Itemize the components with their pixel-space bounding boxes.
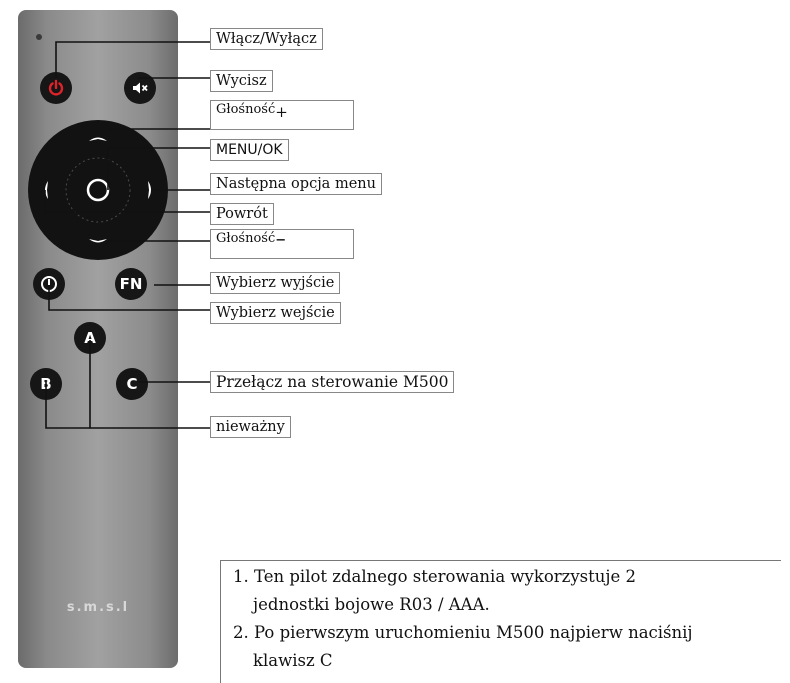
label-power: Włącz/Wyłącz — [210, 28, 323, 50]
label-next-option: Następna opcja menu — [210, 173, 382, 195]
down-arrow-icon — [89, 239, 107, 243]
fn-button[interactable]: FN — [115, 268, 147, 300]
right-arrow-icon — [148, 181, 151, 199]
note-line-2: jednostki bojowe R03 / AAA. — [253, 595, 490, 614]
note-line-3: 2. Po pierwszym uruchomieniu M500 najpie… — [233, 623, 693, 642]
label-unimportant: nieważny — [210, 416, 291, 438]
remote-control: FN A B C s.m.s.l — [18, 10, 178, 668]
label-menu-ok: MENU/OK — [210, 139, 289, 161]
status-led — [36, 34, 42, 40]
mute-button[interactable] — [124, 72, 156, 104]
label-volume-up-text: Głośność — [216, 102, 276, 117]
label-volume-down: Głośność− — [210, 229, 354, 259]
note-line-4: klawisz C — [253, 651, 333, 670]
label-volume-down-text: Głośność — [216, 231, 276, 246]
navigation-pad-graphic — [45, 137, 151, 243]
label-back: Powrót — [210, 203, 274, 225]
label-select-output: Wybierz wyjście — [210, 272, 341, 294]
label-volume-down-sign: − — [275, 233, 287, 248]
note-line-1: 1. Ten pilot zdalnego sterowania wykorzy… — [233, 567, 637, 586]
up-arrow-icon — [89, 137, 107, 141]
brand-logo: s.m.s.l — [66, 600, 130, 615]
label-mute: Wycisz — [210, 70, 273, 92]
power-icon — [48, 79, 64, 96]
label-switch-control: Przełącz na sterowanie M500 — [210, 371, 455, 393]
instructions-box: 1. Ten pilot zdalnego sterowania wykorzy… — [220, 560, 781, 683]
mute-speaker-icon — [133, 82, 148, 94]
label-volume-up: Głośność+ — [210, 100, 354, 130]
c-button[interactable]: C — [116, 368, 148, 400]
label-select-input: Wybierz wejście — [210, 302, 341, 324]
label-volume-up-sign: + — [275, 103, 288, 121]
navigation-pad — [28, 120, 168, 260]
